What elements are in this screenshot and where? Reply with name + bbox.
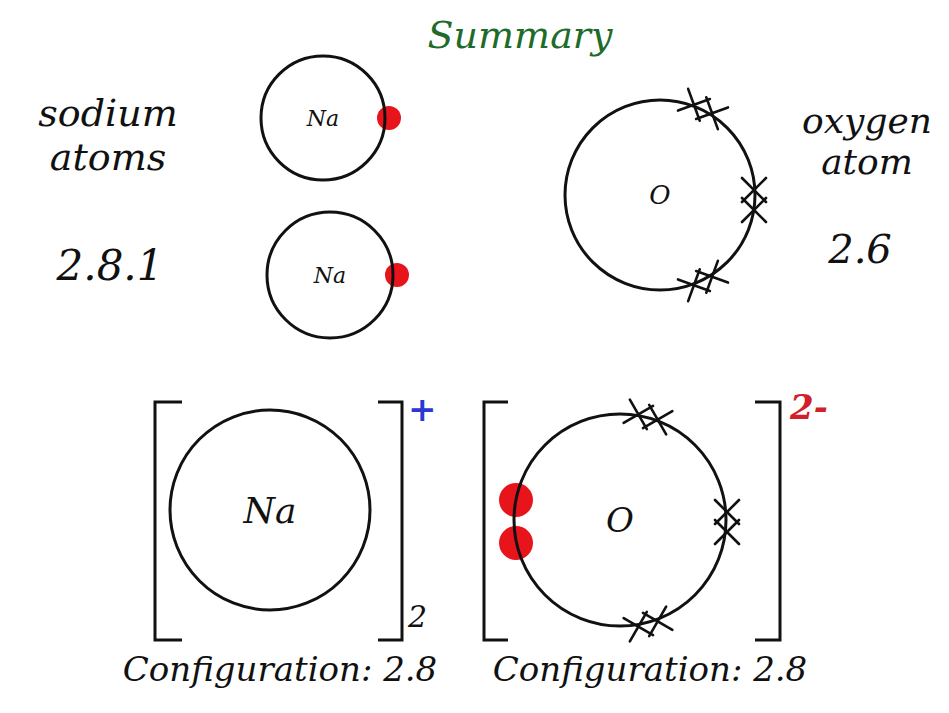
electron-dot	[377, 106, 401, 130]
element-symbol: Na	[244, 490, 297, 531]
bracket	[378, 402, 402, 640]
title: Summary	[400, 14, 640, 58]
ion-charge: +	[408, 390, 448, 429]
text-label: oxygen atom	[789, 100, 945, 183]
electron-dot	[385, 263, 409, 287]
bracket	[484, 402, 508, 640]
element-symbol: Na	[314, 263, 346, 288]
text-label: 2.6	[800, 226, 920, 272]
element-symbol: Na	[307, 106, 339, 131]
bracket	[155, 402, 182, 640]
atom-circle: O	[512, 412, 728, 628]
bracket	[755, 402, 780, 640]
text-label: sodium atoms	[18, 92, 198, 179]
element-symbol: O	[649, 180, 670, 210]
text-label: 2.8.1	[30, 242, 190, 290]
atom-circle: Na	[168, 408, 372, 612]
text-label: Configuration: 2.8	[470, 650, 830, 689]
element-symbol: O	[606, 500, 634, 540]
atom-circle: Na	[265, 210, 395, 340]
ion-charge: 2-	[790, 388, 860, 427]
ion-count: 2	[408, 600, 448, 635]
text-label: Configuration: 2.8	[110, 650, 450, 689]
atom-circle: Na	[259, 54, 387, 182]
atom-circle: O	[563, 98, 757, 292]
